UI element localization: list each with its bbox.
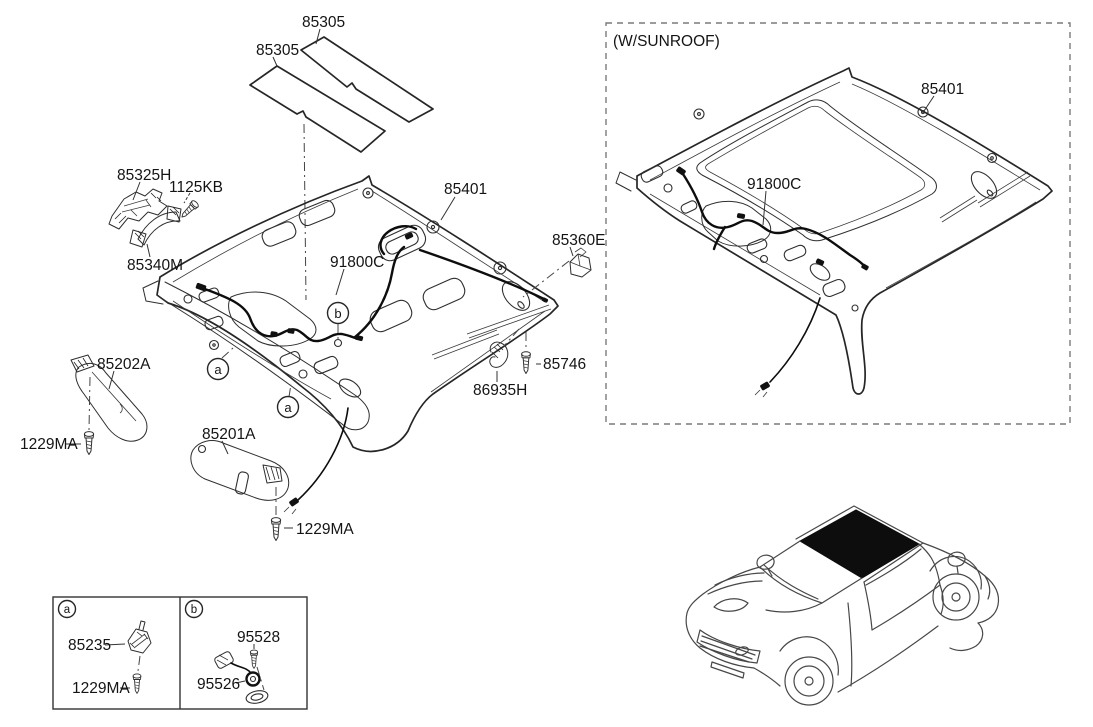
table-callout-b-label: b — [191, 604, 197, 616]
part-label-sunvisor-left-screw: 1229MA — [20, 436, 78, 453]
assist-handle-85340m — [129, 205, 182, 248]
part-label-retainer-clip: 85360E — [552, 232, 605, 249]
part-label-assist-handle: 85340M — [127, 257, 183, 274]
detail-table: a b 85235 1229MA — [52, 596, 308, 710]
vehicle-roof-panel — [798, 509, 921, 579]
part-label-95528: 95528 — [237, 629, 280, 646]
screw-95528 — [249, 649, 259, 669]
roof-wiring-harness — [195, 224, 549, 515]
sunroof-caption: (W/SUNROOF) — [613, 33, 720, 50]
roof-wiring-harness-sunroof — [676, 166, 869, 398]
callout-b-1: b — [326, 301, 350, 348]
sunvisor-right-screw — [270, 517, 282, 541]
table-callout-a-label: a — [64, 604, 71, 616]
sunvisor-right-85201a — [190, 440, 290, 541]
vehicle-illustration — [685, 505, 1000, 706]
roof-pad-upper — [300, 36, 434, 123]
callout-a-2: a — [276, 383, 300, 419]
roof-pad-lower — [249, 65, 386, 153]
leader-lines-table-b — [235, 644, 255, 684]
sunvisor-left-85202a — [70, 354, 148, 455]
part-label-95526: 95526 — [197, 676, 240, 693]
bolt-1125kb — [178, 199, 200, 221]
mic-95526 — [214, 651, 269, 704]
sunroof-box-border — [605, 22, 1071, 425]
leader-lines-main — [66, 28, 574, 529]
part-label-sunvisor-left: 85202A — [97, 356, 151, 373]
bracket-85325h — [108, 188, 168, 230]
callout-a-1-label: a — [214, 362, 222, 377]
coat-hook-86935h — [489, 341, 509, 368]
part-label-roof-wiring-sunroof: 91800C — [747, 176, 801, 193]
headlining-sunroof — [615, 67, 1053, 395]
sunvisor-left-screw — [83, 431, 95, 455]
callout-a-2-label: a — [284, 400, 292, 415]
table-callout-b: b — [184, 599, 204, 619]
screw-85746 — [521, 351, 531, 374]
headlining-main — [142, 175, 559, 453]
main-diagram: a a b — [20, 14, 605, 541]
part-label-rear-screw: 85746 — [543, 356, 586, 373]
bracket-85235 — [127, 620, 152, 694]
sunroof-section: (W/SUNROOF) — [605, 22, 1071, 425]
part-label-pad-upper: 85305 — [302, 14, 345, 31]
part-label-sunvisor-right: 85201A — [202, 426, 256, 443]
centerline-dashdot — [303, 123, 307, 301]
part-label-bracket: 85325H — [117, 167, 171, 184]
part-label-pad-lower: 85305 — [256, 42, 299, 59]
part-label-headlining-sunroof: 85401 — [921, 81, 964, 98]
callout-b-1-label: b — [334, 306, 341, 321]
callout-a-1: a — [206, 347, 234, 381]
part-label-1229ma-table: 1229MA — [72, 680, 130, 697]
retainer-clip-85360e — [569, 247, 592, 278]
part-label-bracket-bolt: 1125KB — [169, 179, 223, 196]
part-label-headlining: 85401 — [444, 181, 487, 198]
part-label-85235: 85235 — [68, 637, 111, 654]
part-label-sunvisor-right-screw: 1229MA — [296, 521, 354, 538]
leader-lines-table-a — [104, 643, 130, 689]
leader-lines-sunroof — [762, 95, 935, 226]
part-label-coat-hook: 86935H — [473, 382, 527, 399]
part-label-roof-wiring: 91800C — [330, 254, 384, 271]
table-callout-a: a — [57, 599, 77, 619]
